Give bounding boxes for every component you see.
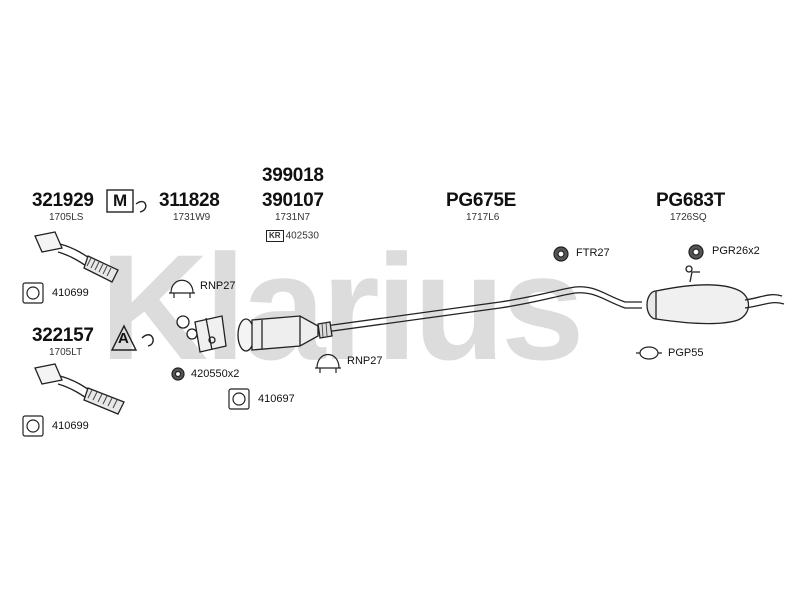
part-number-321929: 321929: [32, 190, 94, 211]
kr-number: 402530: [285, 230, 319, 242]
label-420550x2: 420550x2: [191, 368, 240, 380]
kr-badge: KR: [266, 230, 284, 242]
rear-silencer-pg683t-drawing: [646, 265, 785, 325]
part-number-322157: 322157: [32, 325, 94, 346]
sub-code-1717L6: 1717L6: [466, 212, 500, 223]
flange-311828-drawing: [176, 315, 227, 353]
label-410699-bottom: 410699: [52, 420, 89, 432]
gasket-410699-bottom-icon: [22, 415, 44, 437]
rnp27-clamp-top-icon: [169, 279, 195, 298]
sub-code-1726SQ: 1726SQ: [670, 212, 707, 223]
pgp55-clamp-icon: [636, 346, 662, 360]
part-number-311828: 311828: [159, 190, 220, 211]
part-number-pg675e: PG675E: [446, 190, 517, 211]
front-pipe-322157-drawing: [34, 363, 125, 415]
sub-code-1731W9: 1731W9: [173, 212, 211, 223]
front-pipe-321929-drawing: [34, 231, 119, 283]
m-box-icon: [106, 189, 147, 213]
label-pgp55: PGP55: [668, 347, 704, 359]
gasket-410699-top-icon: [22, 282, 44, 304]
a-icon-letter: A: [118, 330, 129, 347]
label-410697: 410697: [258, 393, 295, 405]
a-sign-icon: [110, 324, 154, 351]
label-ftr27: FTR27: [576, 247, 610, 259]
part-number-pg683t: PG683T: [656, 190, 725, 211]
part-number-390107: 390107: [262, 190, 324, 211]
label-rnp27-top: RNP27: [200, 280, 236, 292]
nut-420550-icon: [171, 367, 185, 381]
sub-code-1705LS: 1705LS: [49, 212, 84, 223]
pgr26-mount-icon: [688, 244, 704, 260]
ftr27-mount-icon: [553, 246, 569, 262]
label-410699-top: 410699: [52, 287, 89, 299]
sub-code-1731N7: 1731N7: [275, 212, 311, 223]
label-rnp27-mid: RNP27: [347, 355, 383, 367]
m-icon-letter: M: [113, 191, 128, 210]
catalyst-390107-drawing: [237, 315, 319, 352]
part-number-399018: 399018: [262, 165, 324, 186]
rnp27-clamp-mid-icon: [315, 353, 341, 373]
label-pgr26x2: PGR26x2: [712, 245, 760, 257]
sub-code-1705LT: 1705LT: [49, 347, 83, 358]
gasket-410697-icon: [228, 388, 250, 410]
middle-pipe-pg675e-drawing: [317, 286, 642, 339]
